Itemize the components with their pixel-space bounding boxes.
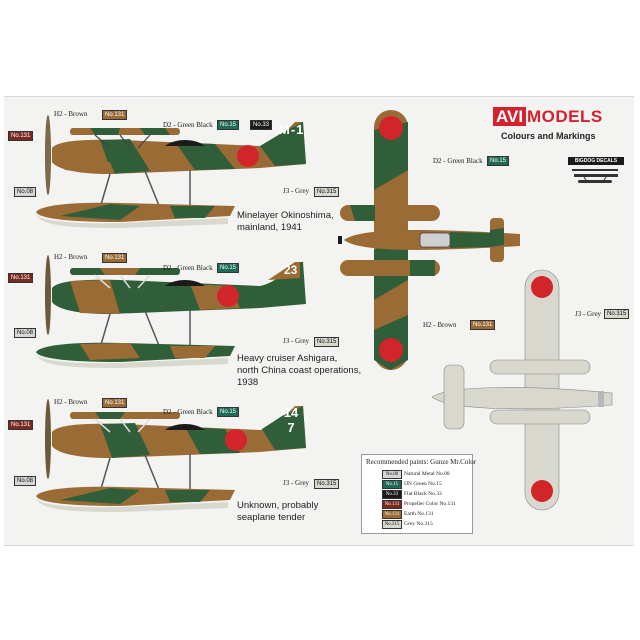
- tail-code-2: 23: [284, 263, 298, 277]
- chip-metal-3: No.08: [14, 476, 37, 486]
- callout-green-black-3: D2 - Green Black: [163, 408, 213, 416]
- callout-green-black-2: D2 - Green Black: [163, 264, 213, 272]
- under-view-aircraft: [431, 269, 613, 511]
- chip-green-black-3: No.15: [217, 407, 240, 417]
- callout-h2-brown-3: H2 - Brown: [54, 398, 88, 406]
- chip-green-black-1: No.15: [217, 120, 240, 130]
- side-view-aircraft-1: [36, 115, 306, 228]
- callout-h2-brown-2: H2 - Brown: [54, 253, 88, 261]
- chip-flat-black-1: No.33: [250, 120, 273, 130]
- brand-subtitle: Colours and Markings: [501, 131, 596, 141]
- callout-h2-brown-1: H2 - Brown: [54, 110, 88, 118]
- callout-grey-3: J3 - Grey: [283, 479, 310, 487]
- caption-2: Heavy cruiser Ashigara, north China coas…: [237, 353, 362, 388]
- avi-models-logo: AVI MODELS: [493, 107, 640, 135]
- chip-grey-1: No.315: [314, 187, 340, 197]
- caption-1: Minelayer Okinoshima, mainland, 1941: [237, 210, 334, 233]
- chip-metal-1: No.08: [14, 187, 37, 197]
- chip-green-black-2: No.15: [217, 263, 240, 273]
- paint-legend: Recommended paints: Gunze Mr.Color No.08…: [361, 454, 477, 534]
- brand-models: MODELS: [527, 107, 603, 126]
- top-chip-brown: No.131: [470, 320, 496, 330]
- under-callout-grey: J3 - Grey: [575, 310, 602, 318]
- under-chip-grey: No.315: [604, 309, 630, 319]
- chip-grey-3: No.315: [314, 479, 340, 489]
- badge-plane-silhouette-icon: [572, 169, 618, 183]
- chip-propeller-2: No.131: [8, 273, 34, 283]
- chip-metal-2: No.08: [14, 328, 37, 338]
- legend-title: Recommended paints: Gunze Mr.Color: [366, 458, 477, 466]
- callout-grey-2: J3 - Grey: [283, 337, 310, 345]
- callout-grey-1: J3 - Grey: [283, 187, 310, 195]
- top-callout-h2-brown: H2 - Brown: [423, 321, 457, 329]
- tail-code-1: M-1: [279, 122, 305, 137]
- badge-label: BIGDOG DECALS: [568, 157, 624, 165]
- tail-code-3: 14 7: [283, 405, 299, 435]
- chip-propeller-3: No.131: [8, 420, 34, 430]
- top-view-aircraft: [338, 110, 520, 370]
- chip-grey-2: No.315: [314, 337, 340, 347]
- top-chip-green-black: No.15: [487, 156, 510, 166]
- top-callout-green-black: D2 - Green Black: [433, 157, 483, 165]
- chip-brown-3: No.131: [102, 398, 128, 408]
- callout-green-black-1: D2 - Green Black: [163, 121, 213, 129]
- brand-avi: AVI: [493, 107, 527, 126]
- side-view-aircraft-3: [36, 399, 306, 512]
- chip-brown-1: No.131: [102, 110, 128, 120]
- caption-3: Unknown, probably seaplane tender: [237, 500, 319, 523]
- chip-propeller-1: No.131: [8, 131, 34, 141]
- side-view-aircraft-2: [36, 255, 306, 368]
- bigdog-decals-badge: BIGDOG DECALS: [568, 157, 624, 187]
- chip-brown-2: No.131: [102, 253, 128, 263]
